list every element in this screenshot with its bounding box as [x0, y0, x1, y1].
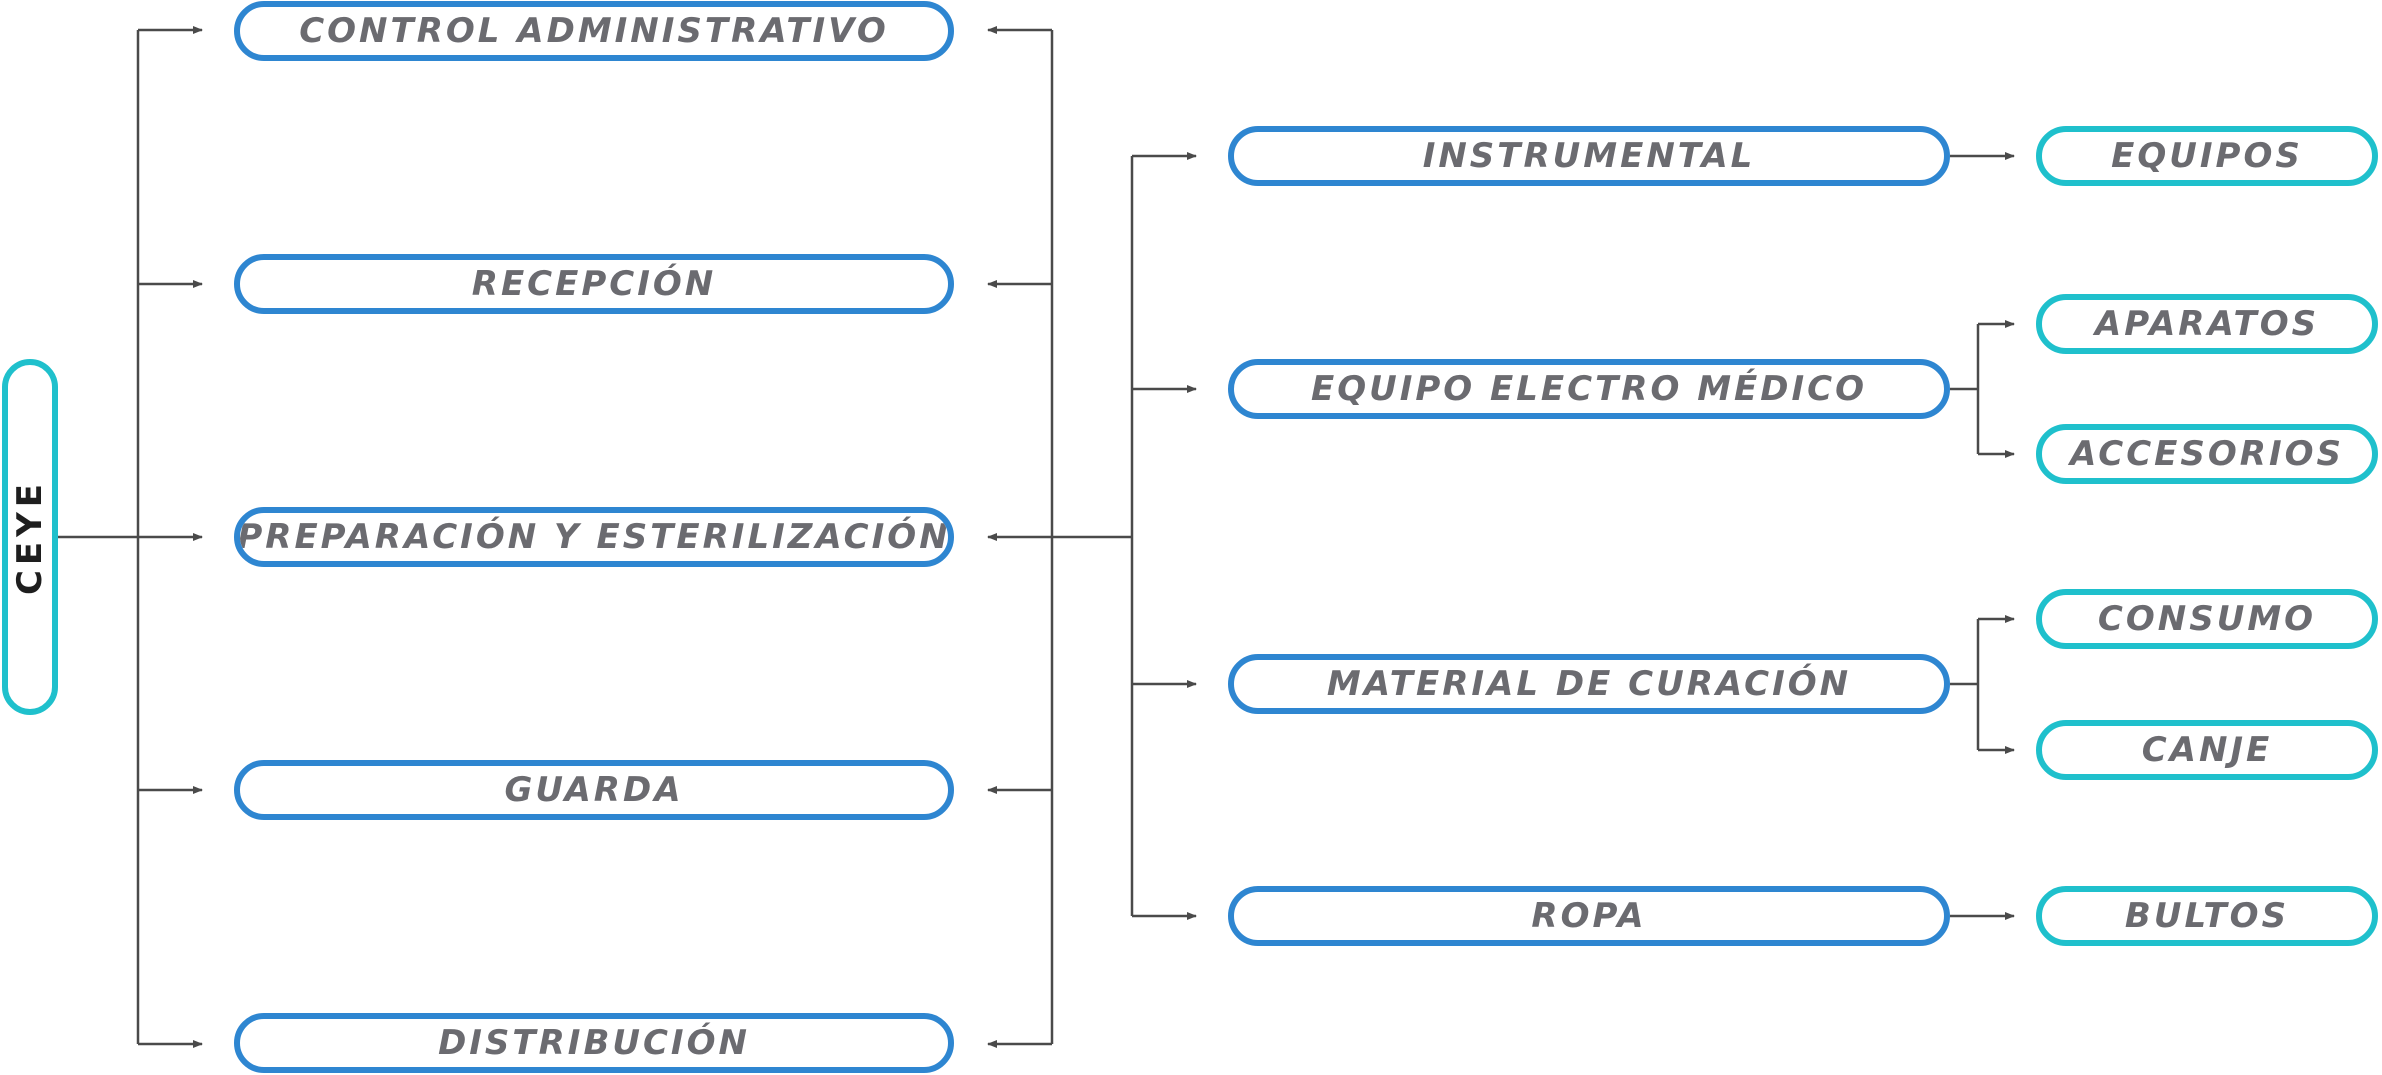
root-node-ceye: CEYE — [2, 359, 58, 715]
process-distribucion: DISTRIBUCIÓN — [234, 1013, 954, 1073]
subitem-equipos: EQUIPOS — [2036, 126, 2378, 186]
root-label: CEYE — [10, 478, 50, 596]
process-guarda: GUARDA — [234, 760, 954, 820]
process-recepcion: RECEPCIÓN — [234, 254, 954, 314]
subitem-aparatos: APARATOS — [2036, 294, 2378, 354]
material-ropa: ROPA — [1228, 886, 1950, 946]
material-instrumental: INSTRUMENTAL — [1228, 126, 1950, 186]
process-control-administrativo: CONTROL ADMINISTRATIVO — [234, 1, 954, 61]
process-preparacion-esterilizacion: PREPARACIÓN Y ESTERILIZACIÓN — [234, 507, 954, 567]
subitem-accesorios: ACCESORIOS — [2036, 424, 2378, 484]
material-equipo-electro-medico: EQUIPO ELECTRO MÉDICO — [1228, 359, 1950, 419]
subitem-canje: CANJE — [2036, 720, 2378, 780]
material-material-de-curacion: MATERIAL DE CURACIÓN — [1228, 654, 1950, 714]
subitem-bultos: BULTOS — [2036, 886, 2378, 946]
subitem-consumo: CONSUMO — [2036, 589, 2378, 649]
